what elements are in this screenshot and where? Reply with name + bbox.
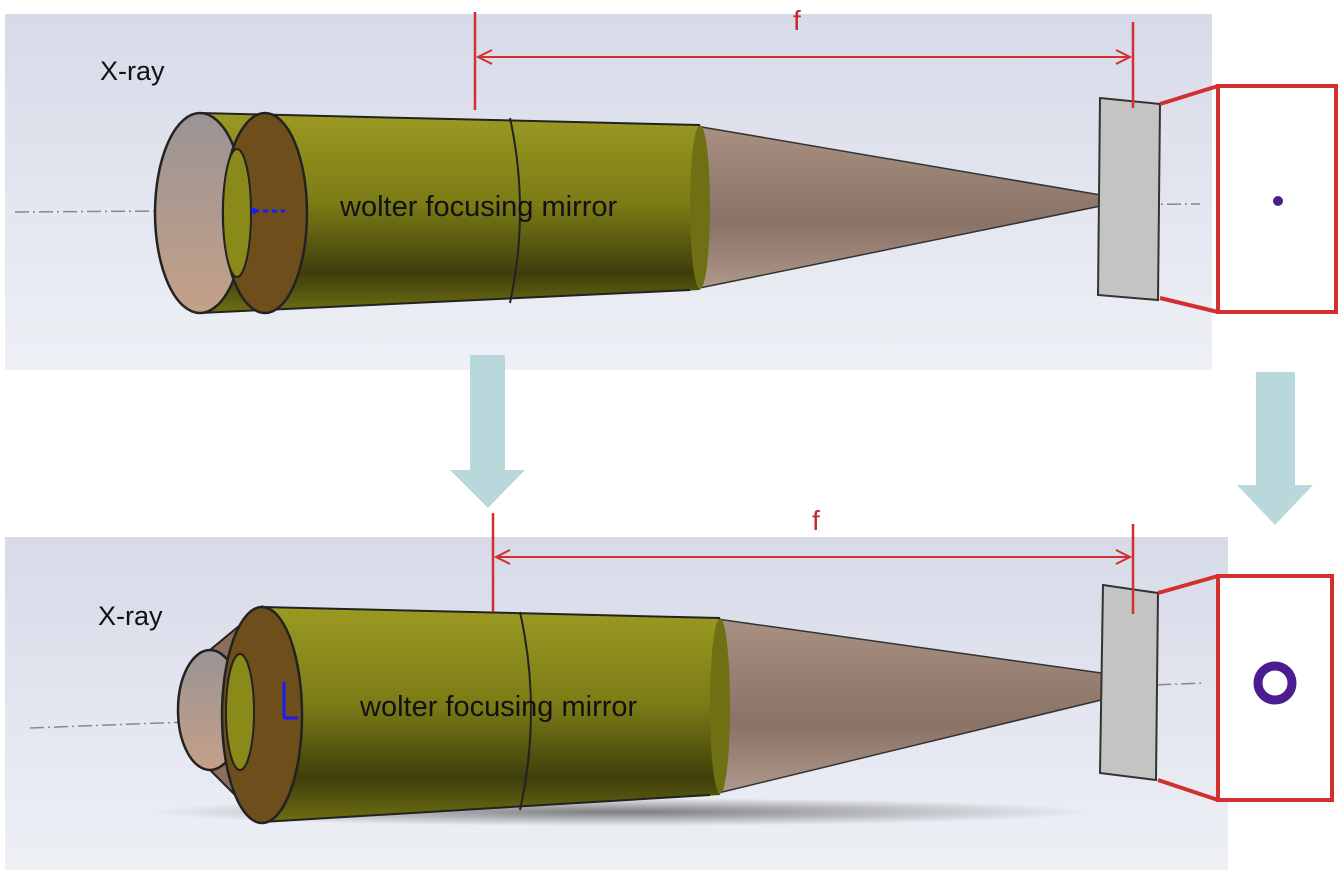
detector-plate bbox=[1096, 96, 1162, 302]
top-panel: wolter focusing mirror f X-ray bbox=[5, 5, 1338, 370]
focal-length-label: f bbox=[812, 505, 820, 536]
mirror-label: wolter focusing mirror bbox=[339, 191, 618, 223]
mirror-cylinder bbox=[262, 607, 720, 822]
down-arrow-icon bbox=[450, 355, 525, 508]
detector-plate bbox=[1098, 583, 1160, 782]
ring-focus-spot bbox=[1253, 661, 1297, 705]
mirror-cylinder bbox=[200, 113, 700, 313]
down-arrow-icon bbox=[1237, 372, 1313, 525]
xray-label: X-ray bbox=[98, 601, 163, 631]
mirror-label: wolter focusing mirror bbox=[359, 691, 638, 723]
focal-length-label: f bbox=[793, 5, 801, 36]
bottom-panel: wolter focusing mirror f X-ray bbox=[5, 505, 1334, 870]
detector-zoom-view bbox=[1216, 574, 1334, 802]
xray-label: X-ray bbox=[100, 56, 165, 86]
focal-point-spot bbox=[1273, 196, 1283, 206]
